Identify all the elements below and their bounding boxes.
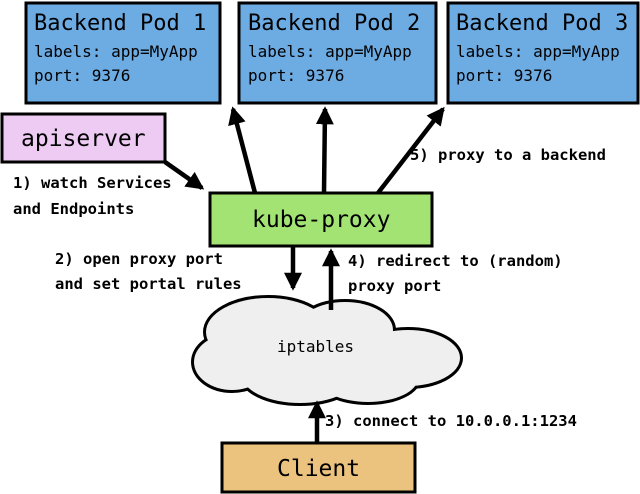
backend-pod-2-title: Backend Pod 2: [248, 11, 420, 36]
node-backend-pod-1: Backend Pod 1 labels: app=MyApp port: 93…: [24, 1, 222, 105]
node-kube-proxy: kube-proxy: [208, 191, 434, 248]
step2-label-line1: 2) open proxy port: [55, 250, 223, 268]
backend-pod-1-title: Backend Pod 1: [34, 11, 206, 36]
apiserver-box: [0, 112, 167, 164]
arrow-kubeproxy-to-pod2: [315, 106, 334, 194]
step5-label: 5) proxy to a backend: [410, 146, 606, 164]
backend-pod-2-labels: labels: app=MyApp: [248, 42, 412, 61]
apiserver-label: apiserver: [21, 126, 146, 152]
backend-pod-1-port: port: 9376: [34, 66, 130, 85]
step2-label-line2: and set portal rules: [55, 275, 242, 293]
edges: [163, 106, 445, 443]
step4-label-line1: 4) redirect to (random): [348, 252, 563, 270]
client-box: [220, 441, 417, 494]
arrow-step1-apiserver-to-kubeproxy: [163, 160, 205, 190]
node-apiserver: apiserver: [0, 112, 167, 164]
backend-pod-2-port: port: 9376: [248, 66, 344, 85]
step-annotations: 1) watch Services and Endpoints 2) open …: [13, 146, 606, 430]
backend-pod-3-title: Backend Pod 3: [456, 11, 628, 36]
kube-proxy-box: [208, 191, 434, 248]
node-backend-pod-2: Backend Pod 2 labels: app=MyApp port: 93…: [237, 1, 438, 105]
backend-pod-3-port: port: 9376: [456, 66, 552, 85]
backend-pod-1-box: [24, 1, 222, 105]
step3-label: 3) connect to 10.0.0.1:1234: [325, 412, 577, 430]
step4-label-line2: proxy port: [348, 277, 441, 295]
backend-pod-3-labels: labels: app=MyApp: [456, 42, 620, 61]
node-backend-pod-3: Backend Pod 3 labels: app=MyApp port: 93…: [446, 1, 640, 105]
node-client: Client: [220, 441, 417, 494]
cloud-bump: [318, 354, 418, 402]
arrow-step5-kubeproxy-to-pod3: [376, 106, 445, 195]
node-iptables-cloud: iptables: [191, 295, 463, 406]
backend-pod-3-box: [446, 1, 640, 105]
step1-label-line2: and Endpoints: [13, 200, 134, 218]
kube-proxy-label: kube-proxy: [252, 207, 390, 233]
step1-label-line1: 1) watch Services: [13, 174, 172, 192]
cloud-body: [194, 298, 460, 403]
backend-pod-2-box: [237, 1, 438, 105]
arrow-kubeproxy-to-pod1: [228, 106, 258, 194]
iptables-label: iptables: [277, 337, 354, 356]
client-label: Client: [277, 456, 360, 482]
backend-pod-1-labels: labels: app=MyApp: [34, 42, 198, 61]
